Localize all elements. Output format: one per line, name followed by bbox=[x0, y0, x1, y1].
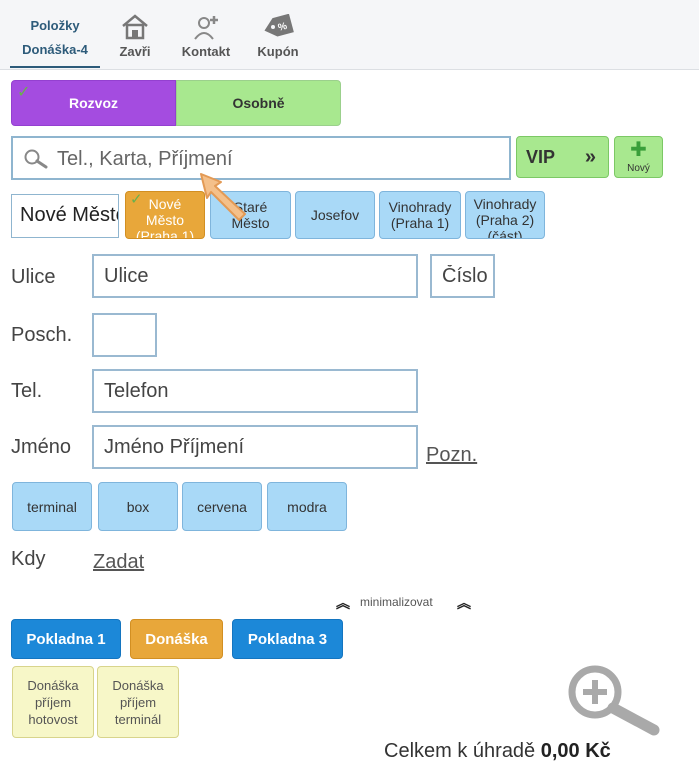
add-person-icon bbox=[192, 14, 220, 43]
tag-button-cervena[interactable]: cervena bbox=[182, 482, 262, 531]
tab-coupon[interactable]: % Kupón bbox=[250, 0, 306, 70]
check-icon: ✓ bbox=[17, 84, 31, 101]
floor-input[interactable] bbox=[102, 323, 151, 348]
city-option-label: Vinohrady (Praha 2) (část) bbox=[473, 196, 537, 239]
floor-label: Posch. bbox=[11, 324, 73, 346]
phone-label: Tel. bbox=[11, 380, 43, 402]
street-input[interactable] bbox=[102, 264, 412, 289]
street-label: Ulice bbox=[11, 266, 56, 288]
tag-label: terminal bbox=[27, 498, 77, 515]
double-chevron-right-icon: » bbox=[584, 146, 596, 168]
tag-label: box bbox=[126, 498, 150, 515]
tab-contact-label: Kontakt bbox=[181, 44, 231, 59]
city-input[interactable] bbox=[18, 203, 118, 228]
number-field bbox=[430, 254, 495, 298]
tab-close-label: Zavři bbox=[119, 44, 151, 59]
city-option-label: Nové Město (Praha 1) bbox=[135, 196, 195, 239]
set-time-link[interactable]: Zadat bbox=[93, 551, 145, 573]
note-link[interactable]: Pozn. bbox=[426, 444, 478, 466]
register-label: Pokladna 1 bbox=[26, 630, 106, 648]
search-input[interactable] bbox=[55, 145, 499, 173]
number-input[interactable] bbox=[440, 264, 489, 289]
tag-label: cervena bbox=[197, 498, 247, 515]
svg-text:%: % bbox=[277, 21, 289, 34]
new-customer-label: Nový bbox=[627, 163, 650, 174]
minimize-label: minimalizovat bbox=[360, 595, 433, 609]
name-input[interactable] bbox=[102, 435, 412, 460]
tab-coupon-label: Kupón bbox=[257, 44, 299, 59]
check-icon: ✓ bbox=[130, 191, 143, 208]
mouse-cursor-icon bbox=[195, 168, 255, 233]
top-tab-bar: Položky Donáška-4 Zavři Kontakt % Kupón bbox=[0, 0, 699, 70]
delivery-toggle-osobne[interactable]: Osobně bbox=[176, 80, 341, 126]
payment-label: Donáška příjem hotovost bbox=[27, 677, 79, 727]
tag-button-modra[interactable]: modra bbox=[267, 482, 347, 531]
tab-items[interactable]: Položky Donáška-4 bbox=[10, 0, 100, 70]
rozvoz-label: Rozvoz bbox=[69, 95, 118, 111]
search-icon bbox=[23, 148, 49, 175]
minimize-toggle[interactable]: ︽ minimalizovat ︽ bbox=[334, 594, 474, 611]
when-label: Kdy bbox=[11, 548, 46, 570]
register-3-button[interactable]: Pokladna 3 bbox=[232, 619, 343, 659]
register-1-button[interactable]: Pokladna 1 bbox=[11, 619, 121, 659]
tab-items-label-1: Položky bbox=[30, 18, 80, 33]
city-option-vinohrady-praha-1[interactable]: Vinohrady (Praha 1) bbox=[379, 191, 461, 239]
vip-label: VIP bbox=[526, 147, 556, 167]
register-label: Donáška bbox=[145, 630, 208, 648]
floor-field bbox=[92, 313, 157, 357]
city-option-label: Vinohrady (Praha 1) bbox=[388, 199, 452, 231]
phone-field bbox=[92, 369, 418, 413]
coupon-tag-icon: % bbox=[261, 13, 295, 43]
delivery-register-button[interactable]: Donáška bbox=[130, 619, 223, 659]
active-tab-indicator bbox=[10, 66, 100, 68]
osobne-label: Osobně bbox=[232, 95, 285, 111]
delivery-terminal-payment-button[interactable]: Donáška příjem terminál bbox=[97, 666, 179, 738]
tag-button-box[interactable]: box bbox=[98, 482, 178, 531]
home-icon bbox=[121, 14, 149, 43]
total-amount: 0,00 Kč bbox=[540, 740, 611, 762]
register-label: Pokladna 3 bbox=[247, 630, 328, 648]
new-customer-button[interactable]: ✚ Nový bbox=[614, 136, 663, 178]
tab-items-label-2: Donáška-4 bbox=[22, 42, 88, 57]
delivery-toggle-rozvoz[interactable]: ✓ Rozvoz bbox=[11, 80, 176, 126]
zoom-in-icon[interactable] bbox=[566, 664, 662, 741]
tab-close[interactable]: Zavři bbox=[108, 0, 162, 70]
delivery-cash-payment-button[interactable]: Donáška příjem hotovost bbox=[12, 666, 94, 738]
double-chevron-up-icon: ︽ bbox=[457, 595, 471, 611]
tag-label: modra bbox=[287, 498, 327, 515]
city-option-nove-mesto[interactable]: Nové Město (Praha 1) ✓ bbox=[125, 191, 205, 239]
double-chevron-up-icon: ︽ bbox=[336, 595, 350, 611]
city-option-josefov[interactable]: Josefov bbox=[295, 191, 375, 239]
name-field bbox=[92, 425, 418, 469]
name-label: Jméno bbox=[11, 436, 72, 458]
tag-button-terminal[interactable]: terminal bbox=[12, 482, 92, 531]
city-field bbox=[11, 194, 119, 238]
customer-search bbox=[11, 136, 511, 180]
payment-label: Donáška příjem terminál bbox=[112, 677, 164, 727]
phone-input[interactable] bbox=[102, 379, 412, 404]
street-field bbox=[92, 254, 418, 298]
total-due: Celkem k úhradě 0,00 Kč bbox=[384, 740, 611, 763]
total-label: Celkem k úhradě bbox=[384, 740, 536, 762]
vip-button[interactable]: VIP » bbox=[516, 136, 609, 178]
city-option-label: Josefov bbox=[310, 207, 360, 223]
tab-contact[interactable]: Kontakt bbox=[176, 0, 236, 70]
city-option-vinohrady-praha-2[interactable]: Vinohrady (Praha 2) (část) bbox=[465, 191, 545, 239]
plus-icon: ✚ bbox=[630, 139, 647, 161]
